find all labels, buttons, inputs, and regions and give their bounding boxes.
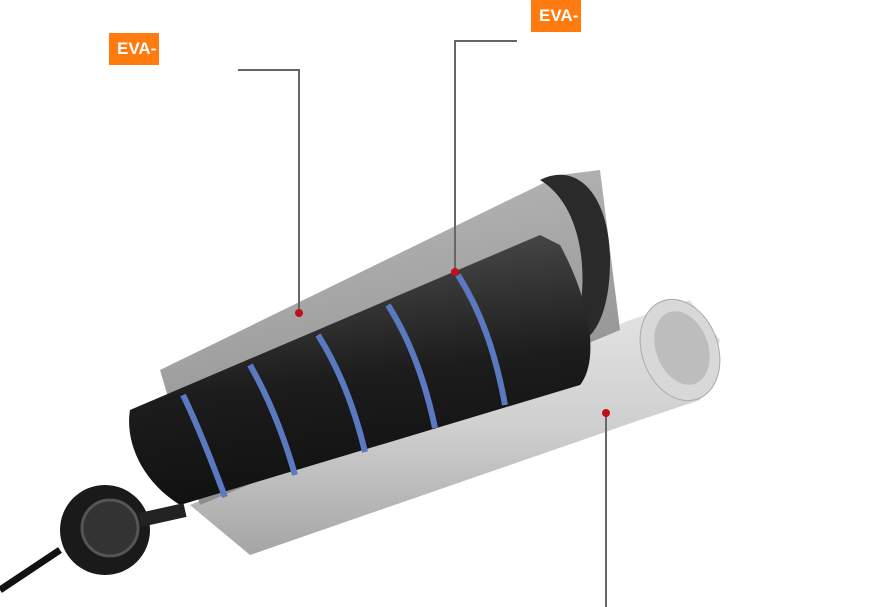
eva-sleeve [129,235,591,505]
callout-dot [451,268,459,276]
callout-dot [602,409,610,417]
end-cap-with-cable [0,485,187,593]
label-badge-eva-outer: EVA- [109,33,159,65]
leader-lines [238,40,607,607]
callout-dot [295,309,303,317]
label-badge-eva-inner: EVA- [531,0,581,32]
